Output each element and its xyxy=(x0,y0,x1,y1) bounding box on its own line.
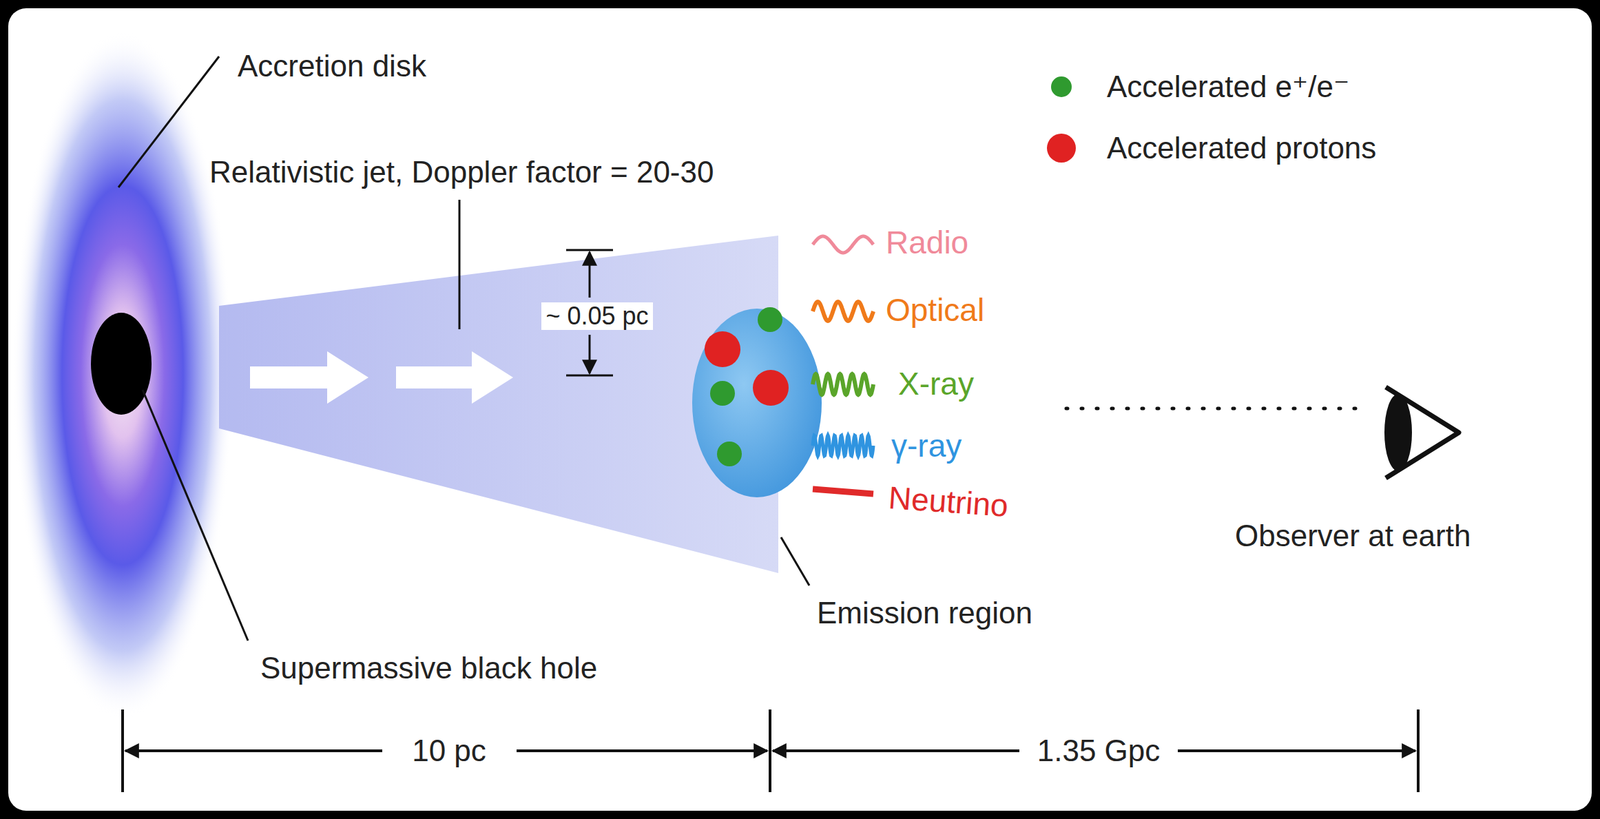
dimension-label: 10 pc xyxy=(407,734,491,768)
band-label: Radio xyxy=(885,225,969,261)
electron-dot xyxy=(717,441,742,467)
dimension-tick xyxy=(566,374,614,377)
dimension-label: 1.35 Gpc xyxy=(1033,734,1165,768)
legend-swatch xyxy=(1046,133,1076,163)
wave-symbol xyxy=(812,236,874,253)
part-label: Supermassive black hole xyxy=(260,651,598,685)
proton-dot xyxy=(752,369,789,406)
leader-line xyxy=(781,537,810,586)
dimension-tick xyxy=(566,249,614,252)
legend-text: Accelerated e⁺/e⁻ xyxy=(1106,70,1350,104)
wave-symbol xyxy=(812,435,874,456)
emission-region xyxy=(692,308,822,498)
neutrino-line xyxy=(812,489,874,494)
dimension-arrow xyxy=(588,252,591,298)
jet-label: Relativistic jet, Doppler factor = 20-30 xyxy=(209,155,714,189)
band-label: γ-ray xyxy=(891,428,962,464)
leader-line xyxy=(458,199,461,330)
wave-symbol xyxy=(812,373,874,395)
accretion-disk xyxy=(12,30,233,720)
leader-line xyxy=(142,389,248,641)
dimension-tick xyxy=(1416,709,1420,793)
dimension-arrow xyxy=(125,749,383,753)
dimension-arrow xyxy=(588,334,591,374)
part-label: Emission region xyxy=(816,596,1033,630)
dimension-arrow xyxy=(516,749,768,753)
band-label: X-ray xyxy=(898,366,974,402)
black-hole xyxy=(90,312,152,415)
wave-symbol xyxy=(812,301,874,321)
eye-icon xyxy=(1384,387,1459,479)
dimension-tick xyxy=(121,709,124,793)
part-label: Accretion disk xyxy=(237,49,427,83)
proton-dot xyxy=(704,331,741,368)
sight-line xyxy=(1066,407,1357,411)
legend-text: Accelerated protons xyxy=(1106,131,1377,165)
dimension-arrow xyxy=(772,749,1020,753)
flow-arrow xyxy=(250,351,369,404)
flow-arrow xyxy=(396,351,514,404)
band-label: Optical xyxy=(885,292,985,328)
dimension-arrow xyxy=(1177,749,1416,753)
leader-line xyxy=(118,56,220,188)
legend-swatch xyxy=(1051,76,1072,98)
observer-label: Observer at earth xyxy=(1234,519,1471,553)
electron-dot xyxy=(710,380,735,406)
electron-dot xyxy=(757,307,783,332)
dimension-tick xyxy=(768,709,772,793)
dimension-label: ~ 0.05 pc xyxy=(541,302,653,330)
